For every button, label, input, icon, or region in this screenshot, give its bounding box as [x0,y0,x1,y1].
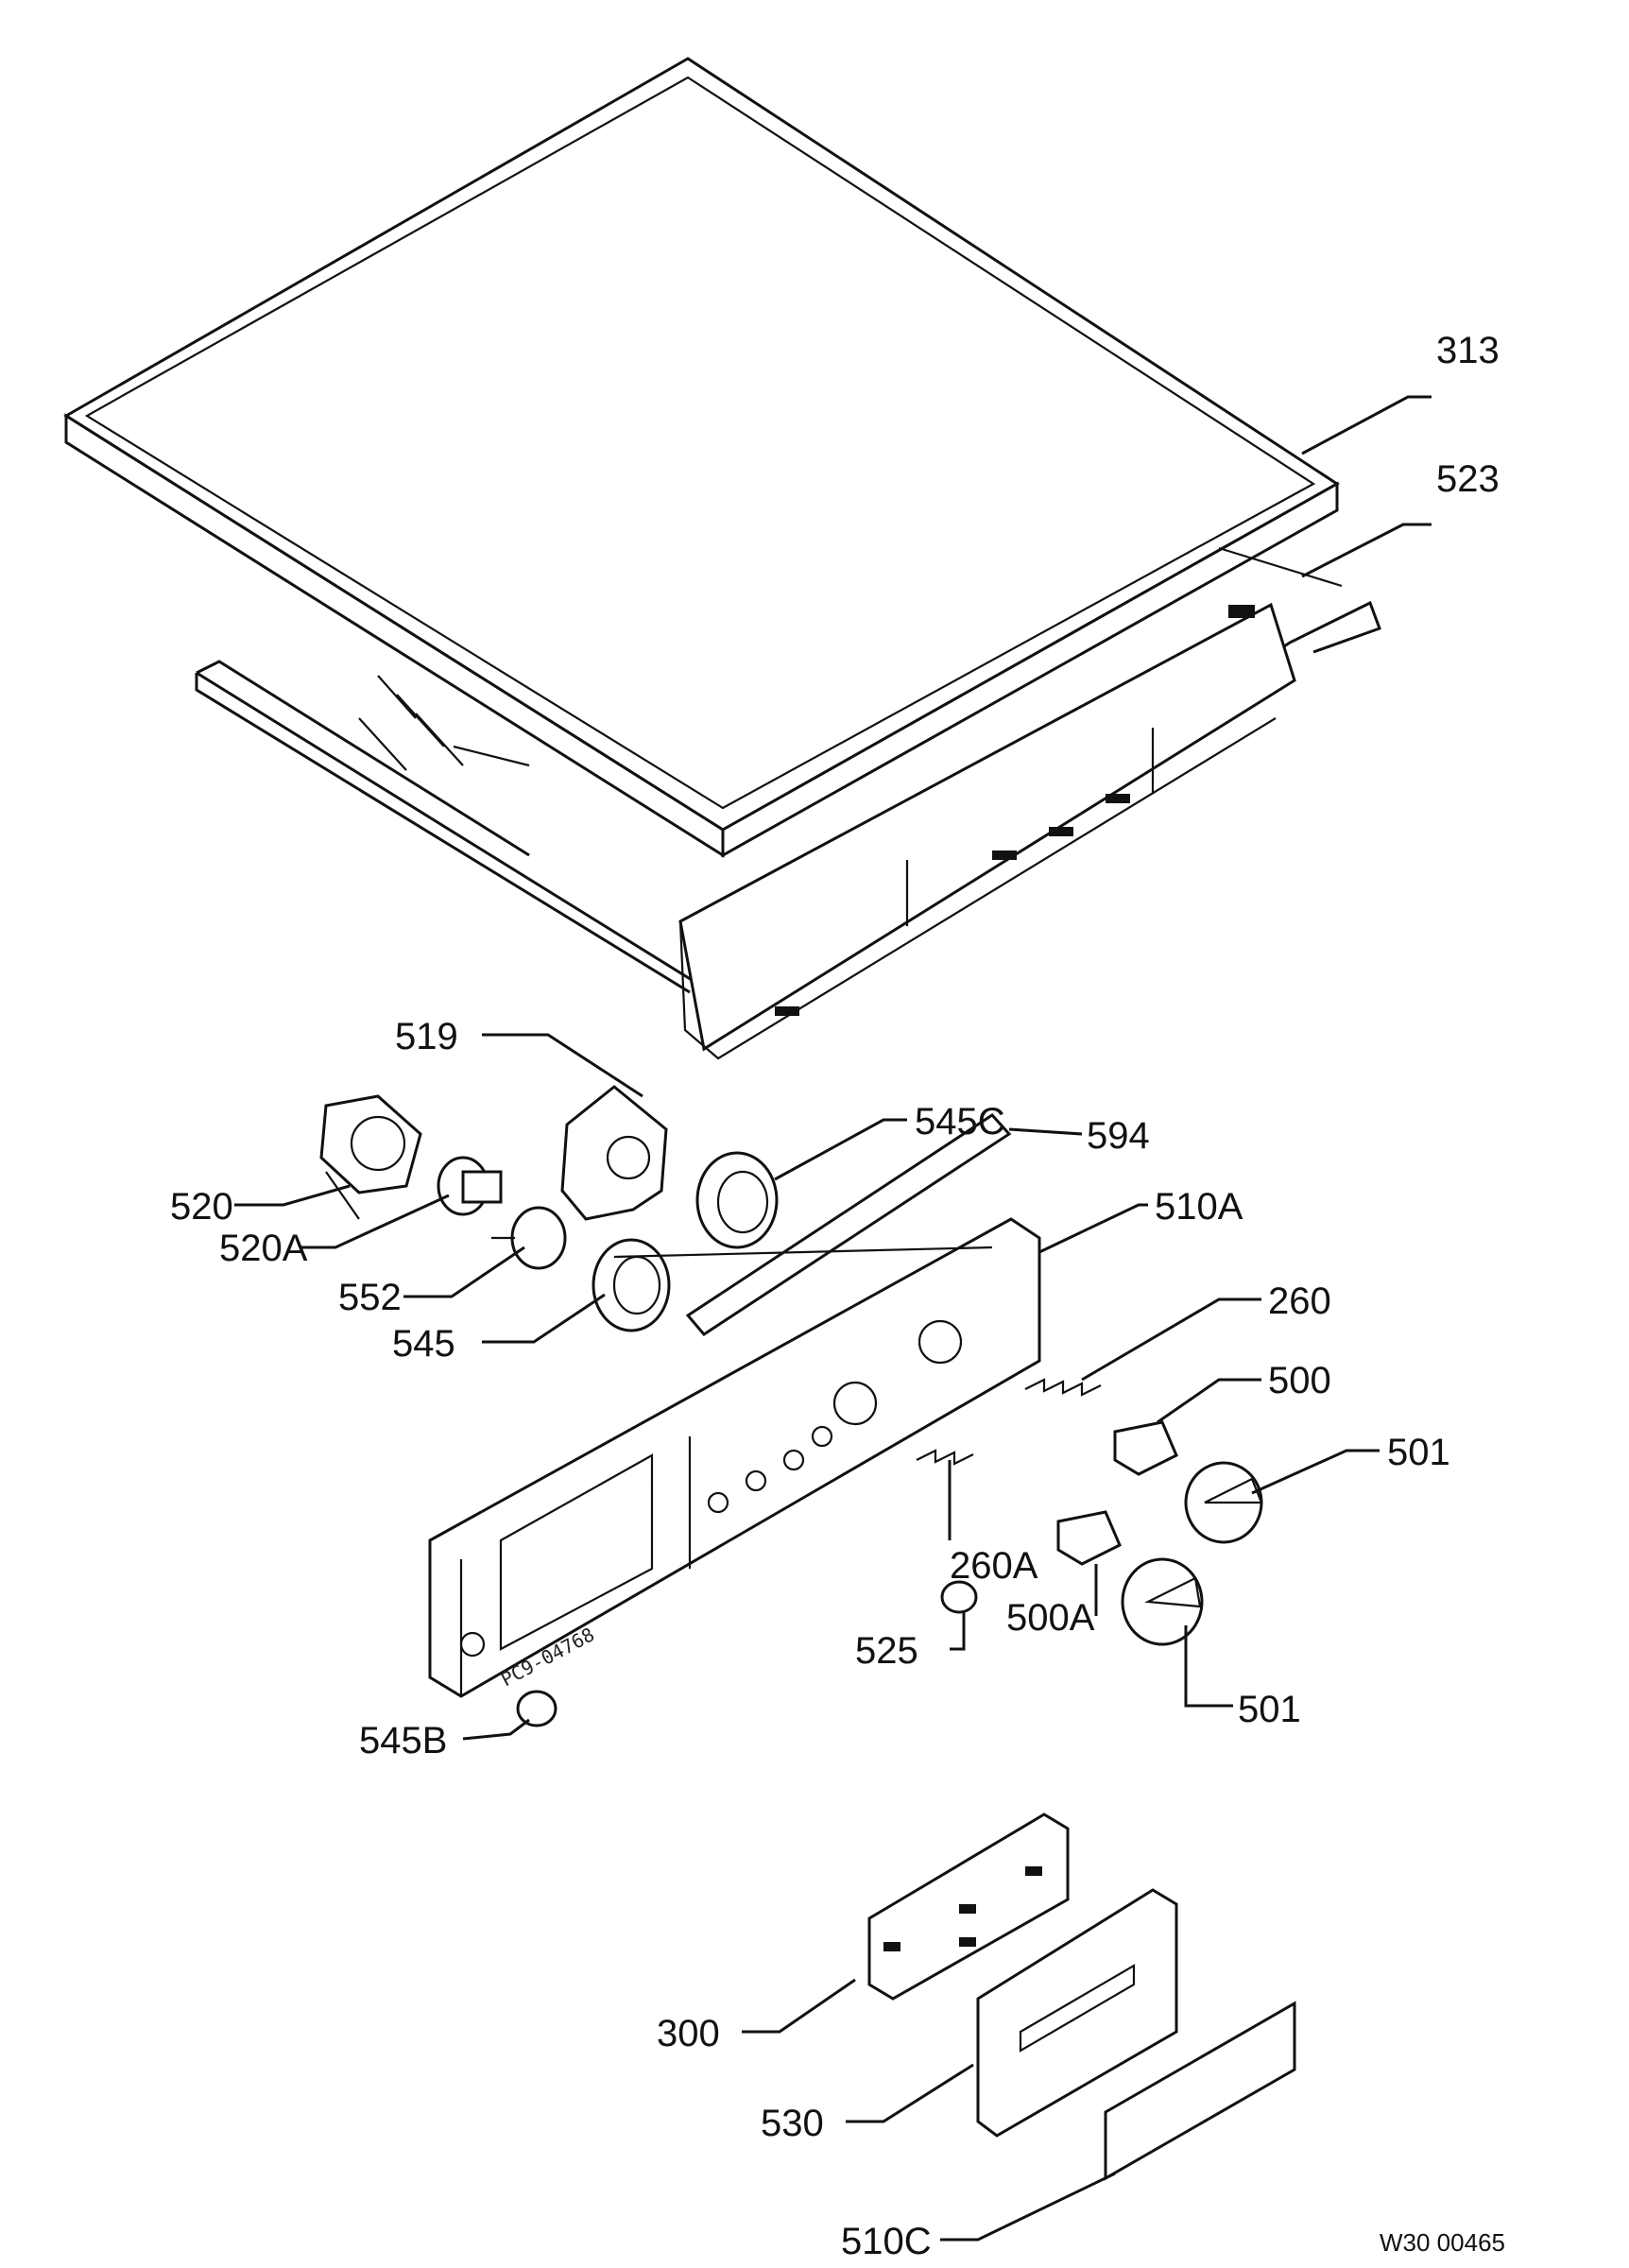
frame-523 [195,546,1381,1060]
label-594: 594 [1087,1115,1150,1157]
selector-housing-520 [319,1094,422,1220]
knob-501-lower [1121,1557,1204,1646]
control-panel-510A [428,1217,1041,1698]
cam-519 [560,1085,668,1221]
screw-545B [516,1690,557,1727]
label-520: 520 [170,1186,233,1228]
reference-number: W30 00465 [1380,2228,1505,2257]
label-510C: 510C [841,2221,932,2262]
label-525: 525 [855,1630,918,1672]
handle-530 [976,1888,1178,2138]
label-260A: 260A [950,1545,1038,1587]
label-510A: 510A [1155,1186,1243,1228]
label-545: 545 [392,1323,455,1365]
gear-520A [437,1156,503,1216]
spring-260 [1024,1378,1102,1397]
knob-545C [695,1151,779,1249]
label-501-upper: 501 [1387,1432,1450,1473]
label-500A: 500A [1006,1597,1095,1639]
bracket-300 [867,1813,1070,2001]
knob-545 [592,1238,671,1332]
knob-501-upper [1184,1461,1263,1544]
part-labels: 313 523 519 520 520A 552 545 545C 594 51… [170,330,1500,2262]
disc-552 [491,1206,567,1270]
leader-lines [234,395,1432,2242]
cover-510C [1104,2001,1296,2181]
label-530: 530 [761,2103,824,2144]
label-260: 260 [1268,1280,1331,1322]
label-501-lower: 501 [1238,1689,1301,1730]
label-523: 523 [1436,458,1500,500]
strip-594 [685,1113,1012,1336]
lamp-525 [940,1580,978,1614]
spring-260A [916,1449,974,1466]
label-313: 313 [1436,330,1500,371]
label-300: 300 [657,2013,720,2054]
label-545B: 545B [359,1720,447,1761]
label-545C: 545C [915,1101,1005,1143]
label-552: 552 [338,1277,402,1318]
switch-500 [1113,1420,1178,1476]
label-500: 500 [1268,1360,1331,1401]
label-519: 519 [395,1016,458,1057]
label-520A: 520A [219,1228,308,1269]
top-cover-313 [63,57,1340,858]
switch-500A [1056,1510,1122,1566]
